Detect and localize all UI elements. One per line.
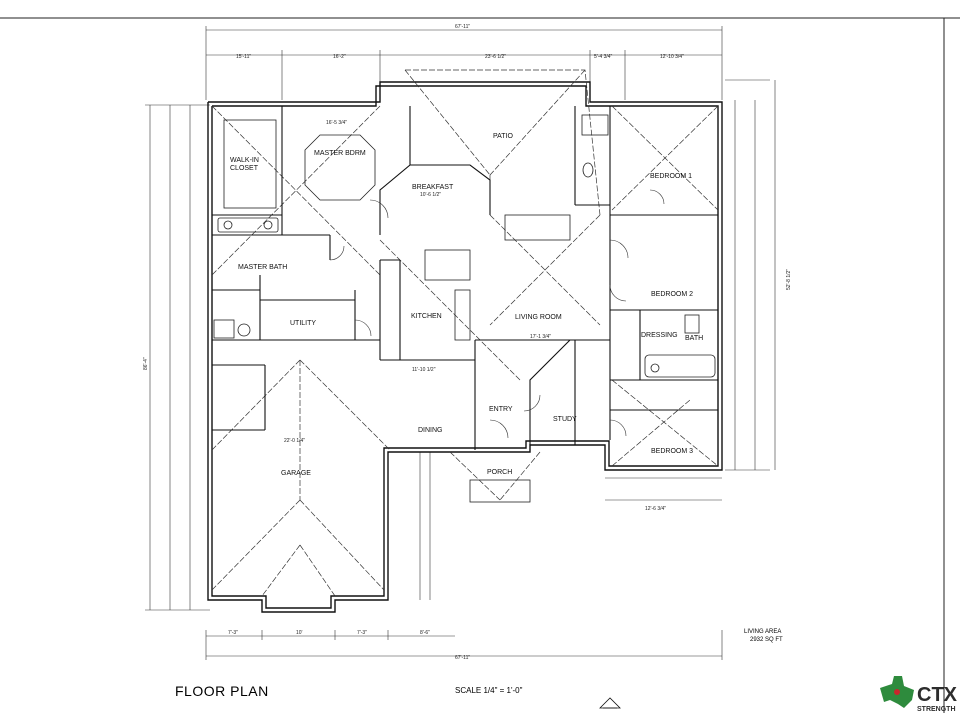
fixtures	[213, 114, 716, 503]
room-label-master-bath: MASTER BATH	[238, 264, 287, 271]
interior-walls	[212, 106, 718, 450]
room-label-study: STUDY	[553, 416, 577, 423]
room-label-walkin-2: CLOSET	[230, 165, 259, 172]
texas-map-icon	[880, 676, 914, 708]
roof-lines	[211, 69, 719, 597]
dim-bedroom3: 12'-6 3/4"	[645, 506, 666, 512]
room-label-bedroom1: BEDROOM 1	[650, 173, 692, 180]
room-label-master-bdrm: MASTER BDRM	[314, 150, 366, 157]
dim-right-overall: 52'-8 1/2"	[786, 269, 792, 290]
plan-scale: SCALE 1/4" = 1'-0"	[455, 686, 523, 695]
living-area-value: 2932 SQ FT	[750, 637, 783, 643]
dim-bottom-seg2: 10'	[296, 630, 303, 636]
door-swings	[329, 189, 665, 439]
room-label-bedroom2: BEDROOM 2	[651, 291, 693, 298]
dim-top-seg5: 12'-10 3/4"	[660, 54, 684, 60]
dim-bottom-seg1: 7'-3"	[228, 630, 238, 636]
dim-master-bdrm: 16'-5 3/4"	[326, 120, 347, 126]
dim-left-overall: 86'-4"	[143, 357, 149, 370]
dim-overall-top: 67'-11"	[455, 24, 470, 30]
room-label-breakfast: BREAKFAST	[412, 184, 454, 191]
ctx-logo: CTX STRENGTH	[880, 676, 958, 713]
dim-bottom-seg4: 8'-6"	[420, 630, 430, 636]
dim-overall-bottom: 67'-11"	[455, 655, 470, 661]
dim-top-seg3: 23'-6 1/2"	[485, 54, 506, 60]
dim-top-seg1: 15'-11"	[236, 54, 251, 60]
room-label-dressing: DRESSING	[641, 332, 678, 339]
dim-top-seg2: 16'-2"	[333, 54, 346, 60]
room-label-garage: GARAGE	[281, 470, 311, 477]
north-arrow-icon	[599, 697, 621, 709]
plan-title: FLOOR PLAN	[175, 683, 269, 699]
dim-top-seg4: 5'-4 3/4"	[594, 54, 613, 60]
logo-text: CTX	[917, 684, 958, 706]
room-label-patio: PATIO	[493, 133, 514, 140]
dim-kitchen: 11'-10 1/2"	[412, 367, 436, 373]
room-label-utility: UTILITY	[290, 320, 316, 327]
sheet-border	[0, 17, 960, 713]
logo-subtext: STRENGTH	[917, 706, 956, 713]
room-label-bedroom3: BEDROOM 3	[651, 448, 693, 455]
dim-living: 17'-1 3/4"	[530, 334, 551, 340]
room-label-porch: PORCH	[487, 469, 512, 476]
room-label-walkin-1: WALK-IN	[230, 157, 259, 164]
dim-breakfast: 10'-6 1/2"	[420, 192, 441, 198]
dimension-lines	[145, 26, 776, 660]
room-label-bath: BATH	[685, 335, 703, 342]
room-label-dining: DINING	[418, 427, 443, 434]
dim-bottom-seg3: 7'-3"	[357, 630, 367, 636]
room-label-entry: ENTRY	[489, 406, 513, 413]
living-area-label: LIVING AREA	[744, 629, 781, 635]
room-label-kitchen: KITCHEN	[411, 313, 442, 320]
exterior-walls	[207, 81, 723, 613]
room-label-living-room: LIVING ROOM	[515, 314, 562, 321]
dim-garage: 22'-0 1/4"	[284, 438, 305, 444]
